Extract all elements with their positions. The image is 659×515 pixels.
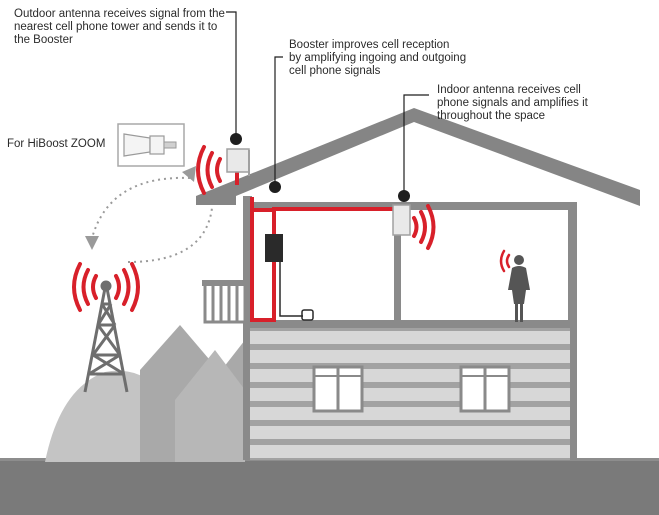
- booster-unit-icon: [265, 234, 283, 262]
- panel-antenna-icon: [226, 148, 250, 176]
- wall-divider: [394, 206, 401, 326]
- person-on-phone-icon: [508, 255, 530, 322]
- product-thumbnail: [117, 123, 185, 167]
- outdoor-antenna-caption: Outdoor antenna receives signal from the…: [14, 8, 225, 46]
- arrowhead-up: [182, 166, 196, 182]
- arrowhead-down: [85, 236, 99, 250]
- hills: [45, 325, 245, 462]
- product-caption: For HiBoost ZOOM: [7, 138, 106, 150]
- window-left: [312, 365, 364, 413]
- cell-tower-icon: [83, 280, 129, 393]
- indoor-antenna-caption: Indoor antenna receives cell phone signa…: [437, 84, 588, 122]
- indoor-signal-waves: [412, 204, 436, 250]
- callout-dots: [230, 133, 410, 202]
- booster-caption: Booster improves cell reception by ampli…: [289, 39, 467, 77]
- ground: [0, 460, 659, 515]
- power-cable: [279, 262, 303, 317]
- balcony-railing: [202, 280, 248, 324]
- upper-floor: [243, 320, 577, 328]
- wall-right: [568, 202, 577, 460]
- coax-cable: [235, 172, 398, 322]
- window-right: [459, 365, 511, 413]
- signal-path-arrows: [91, 176, 213, 263]
- ceiling-antenna-icon: [392, 204, 411, 236]
- outdoor-signal-waves: [196, 145, 222, 195]
- power-adapter-icon: [301, 309, 314, 321]
- tower-signal-waves: [72, 262, 140, 312]
- phone-signal-waves: [499, 249, 511, 273]
- callout-leaders: [226, 11, 429, 194]
- siding-boards: [250, 331, 570, 458]
- directional-antenna-icon: [123, 133, 177, 157]
